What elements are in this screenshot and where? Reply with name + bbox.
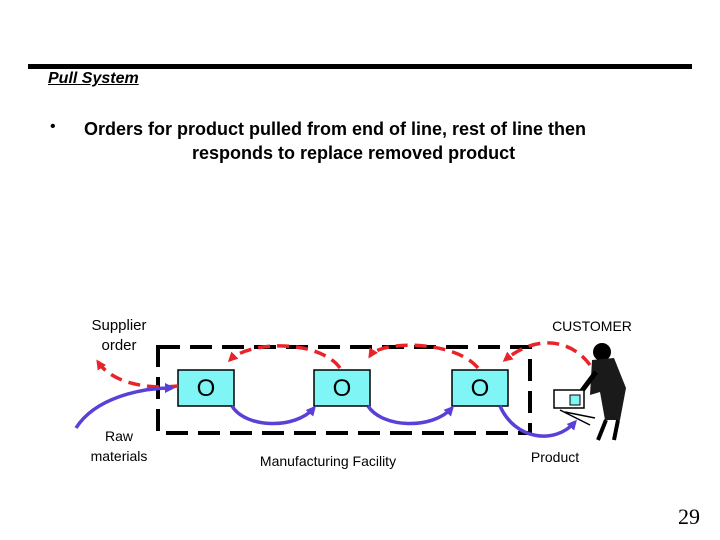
bullet-marker: •	[50, 118, 56, 135]
order-arrow-station1-to-supplier	[96, 359, 179, 389]
station-2-label: O	[333, 375, 352, 402]
title-rule	[28, 64, 692, 69]
material-arrow-station1-to-station2	[230, 404, 316, 426]
order-arrow-customer-to-station3	[502, 341, 592, 367]
bullet-line-2: responds to replace removed product	[192, 143, 516, 163]
product-label: Product	[530, 449, 580, 465]
manufacturing-facility-label: Manufacturing Facility	[259, 453, 397, 469]
order-arrow-station3-to-station2	[368, 343, 480, 370]
supplier-order-line-2: order	[101, 337, 137, 354]
slide-title: Pull System	[48, 70, 139, 87]
station-1-label: O	[197, 375, 216, 402]
station-1	[177, 369, 235, 407]
material-arrow-station3-to-product	[498, 405, 577, 438]
station-3	[451, 369, 509, 407]
bullet-line-1: Orders for product pulled from end of li…	[84, 119, 587, 139]
order-arrow-station2-to-station1	[227, 344, 342, 370]
material-arrow-raw-to-station1	[74, 383, 175, 429]
material-arrow-station2-to-station3	[366, 404, 455, 426]
station-2	[313, 369, 371, 407]
bullet-text: Orders for product pulled from end of li…	[84, 117, 664, 165]
station-3-label: O	[471, 375, 490, 402]
raw-materials-line-2: materials	[90, 448, 148, 464]
raw-materials-label: Raw materials	[72, 426, 166, 466]
supplier-order-label: Supplier order	[72, 316, 166, 356]
supplier-order-line-1: Supplier	[91, 317, 147, 334]
raw-materials-line-1: Raw	[104, 428, 133, 444]
page-number: 29	[678, 504, 700, 529]
customer-label: CUSTOMER	[552, 318, 632, 334]
customer-figure-icon	[553, 343, 626, 441]
